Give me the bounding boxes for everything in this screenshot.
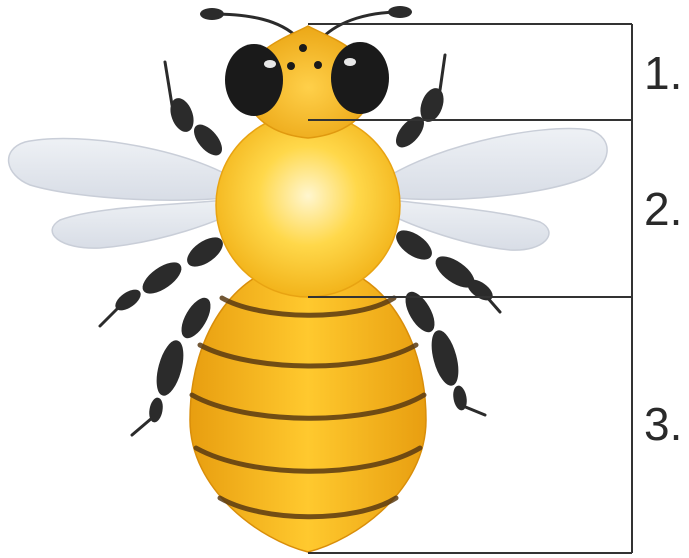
label-head: 1. — [644, 50, 682, 96]
label-thorax: 2. — [644, 186, 682, 232]
left-wing — [9, 139, 248, 249]
thorax — [216, 113, 400, 297]
label-abdomen: 3. — [644, 401, 682, 447]
abdomen — [190, 262, 426, 552]
